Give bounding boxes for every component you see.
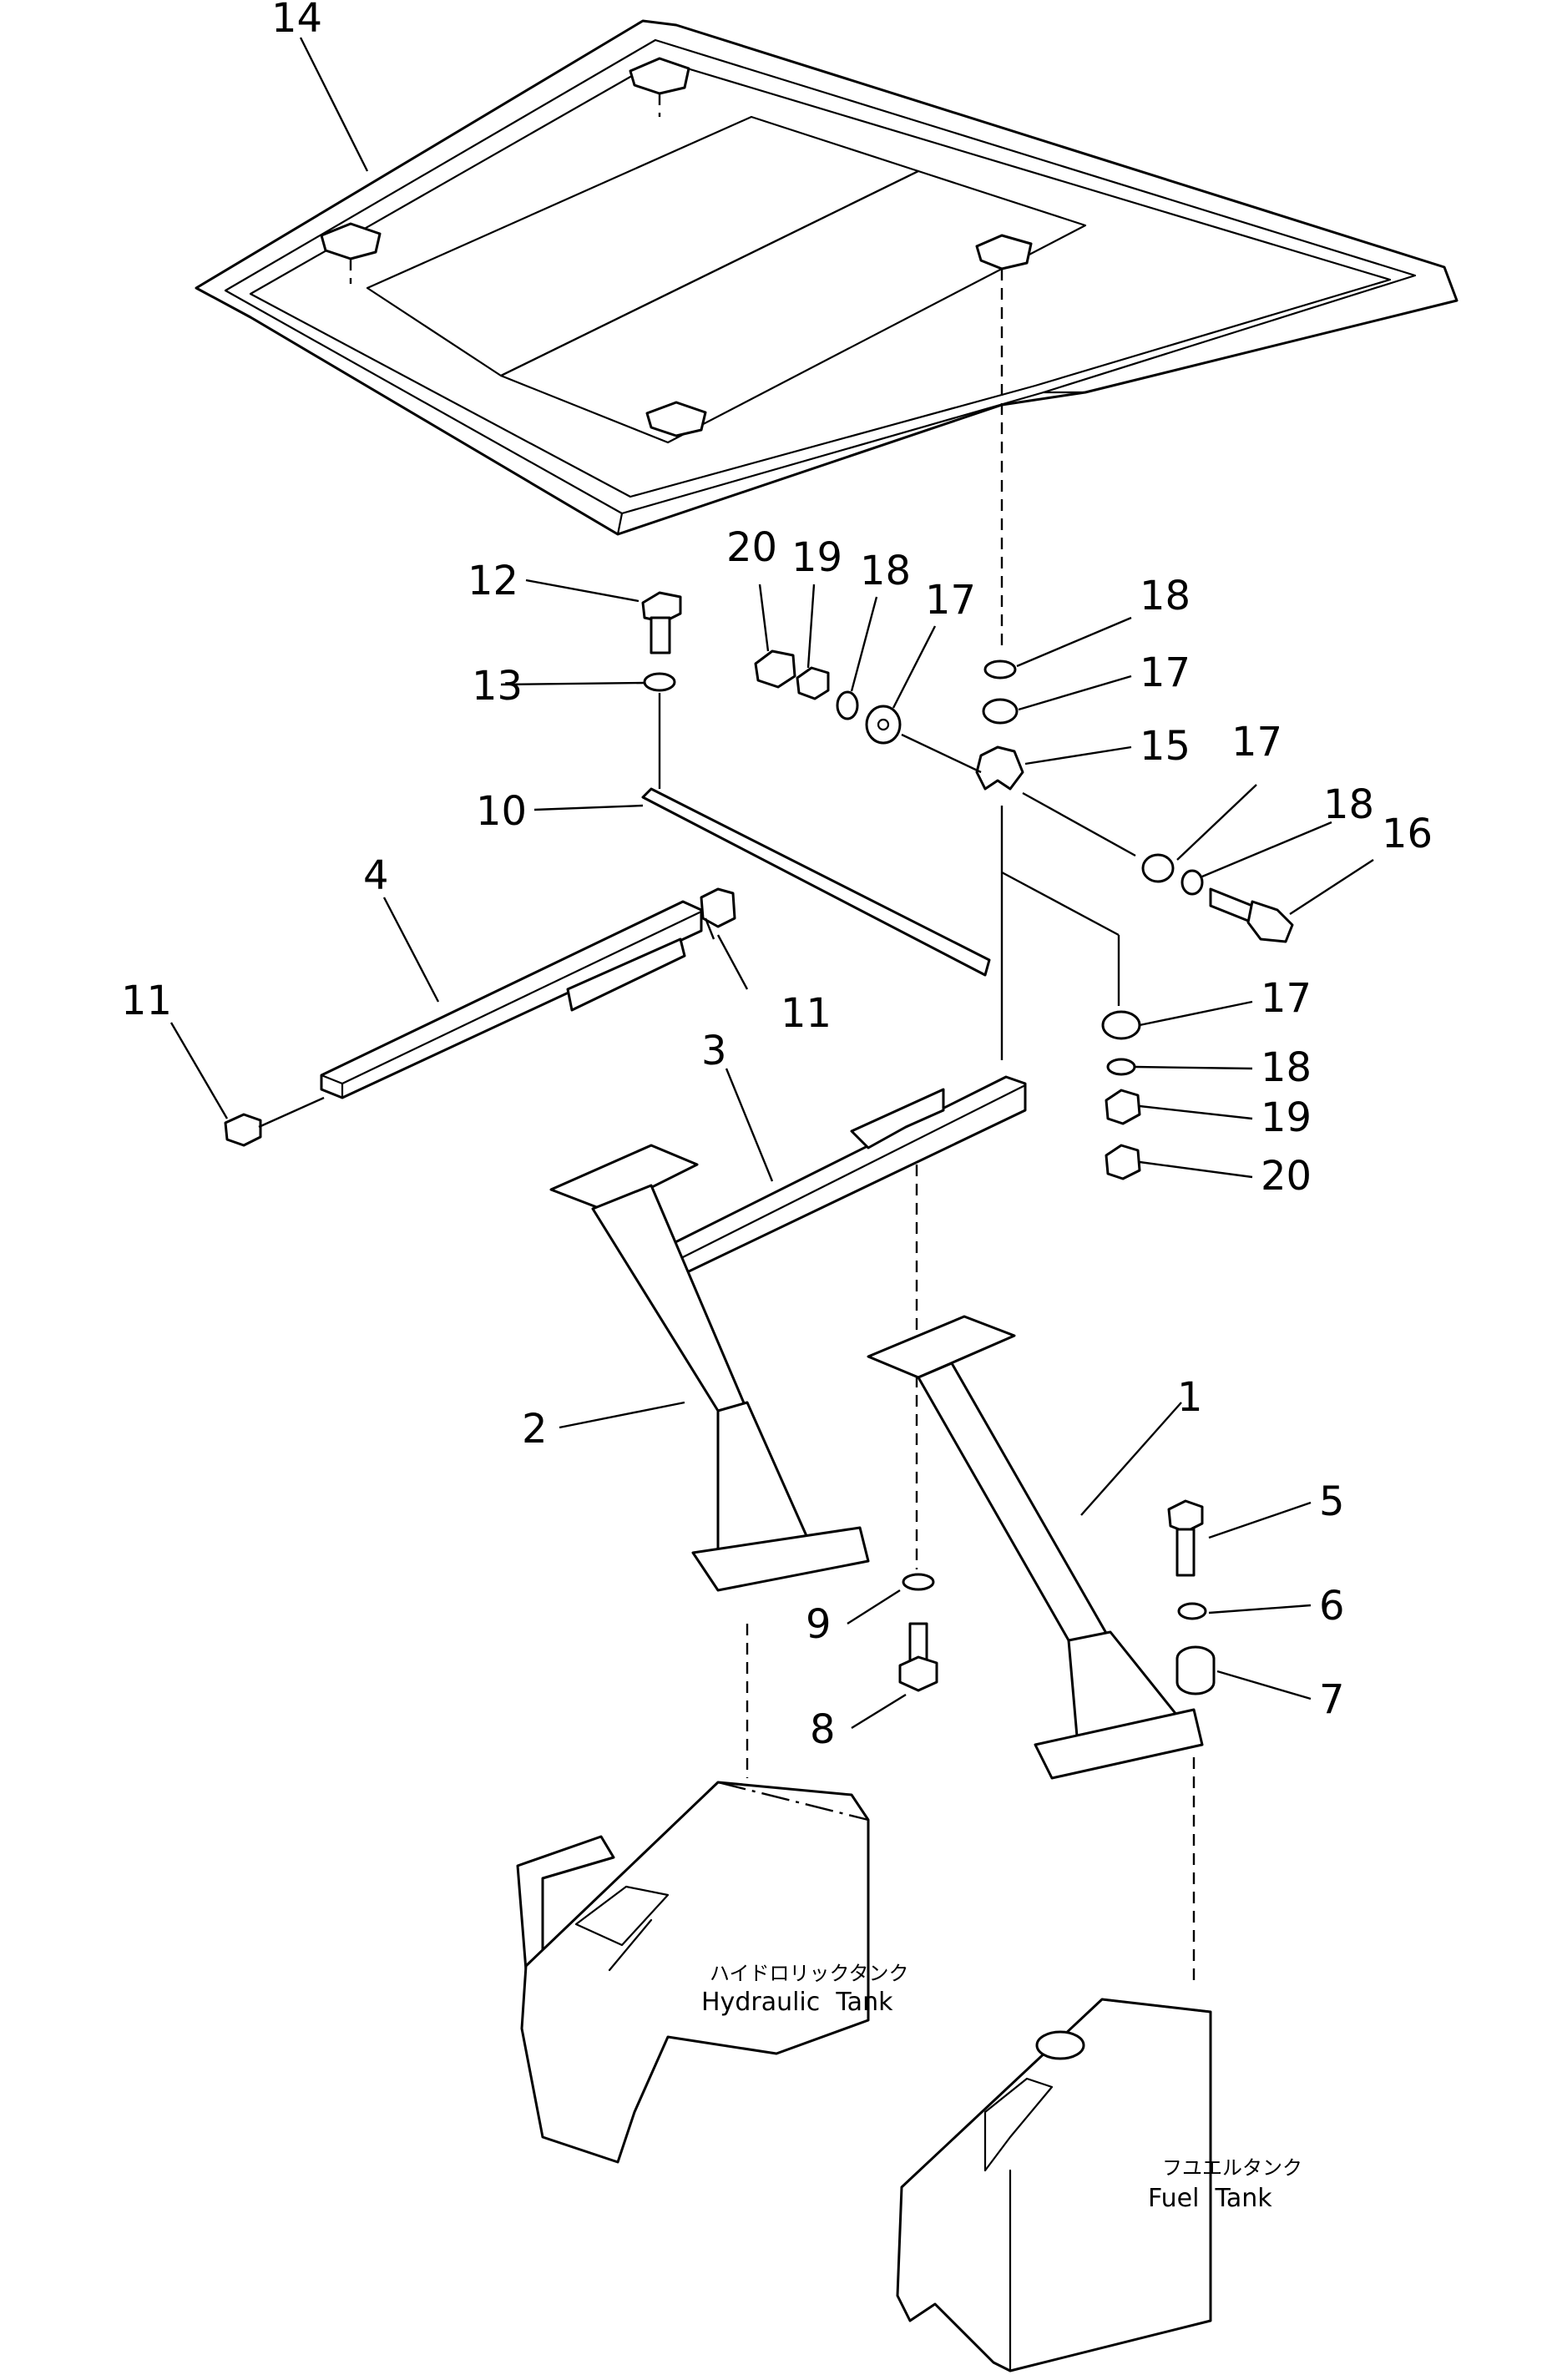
washer-6 — [1177, 1602, 1207, 1620]
bolt-8 — [898, 1622, 938, 1692]
callout-20-lower: 20 — [1261, 1153, 1312, 1200]
callout-18-right: 18 — [1140, 573, 1191, 619]
beam-part-4 — [320, 887, 736, 1099]
stand-part-2 — [549, 1144, 870, 1592]
callout-15: 15 — [1140, 723, 1191, 770]
callout-1: 1 — [1177, 1374, 1203, 1421]
callout-18-lower: 18 — [1261, 1044, 1312, 1091]
callout-14: 14 — [271, 0, 322, 42]
callout-20-top: 20 — [726, 524, 777, 571]
callout-9: 9 — [806, 1601, 832, 1648]
callout-3: 3 — [701, 1028, 727, 1074]
bolt-12 — [641, 591, 682, 654]
nut-7 — [1175, 1645, 1216, 1695]
callout-11-right: 11 — [781, 990, 832, 1037]
fuel-tank-label-jp: フユエルタンク — [1162, 2156, 1302, 2180]
bolt-16-assembly — [1141, 853, 1294, 943]
callout-5: 5 — [1319, 1478, 1345, 1525]
callout-17-top: 17 — [925, 577, 976, 624]
hardware-stack-lower — [1101, 1010, 1141, 1180]
hydraulic-tank — [516, 1781, 870, 2164]
callout-13: 13 — [472, 663, 523, 710]
stand-part-1 — [867, 1315, 1204, 1780]
callout-7: 7 — [1319, 1676, 1345, 1723]
hardware-stack-left — [754, 649, 902, 745]
callout-4: 4 — [363, 852, 389, 899]
callout-17-right: 17 — [1140, 649, 1191, 696]
fuel-tank-label: Fuel Tank — [1148, 2184, 1272, 2213]
cap-11-left — [224, 1113, 262, 1147]
hardware-stack-right — [975, 659, 1024, 791]
callout-12: 12 — [468, 558, 518, 604]
callout-17-bolt: 17 — [1231, 719, 1282, 766]
strip-10 — [641, 787, 991, 977]
callout-labels: 14 12 13 10 4 11 11 3 2 1 5 6 7 9 8 20 1… — [121, 0, 1433, 1753]
callout-10: 10 — [476, 788, 527, 835]
callout-11-left: 11 — [121, 978, 172, 1024]
callout-2: 2 — [522, 1406, 548, 1453]
hydraulic-tank-label-jp: ハイドロリックタンク — [710, 1962, 909, 1985]
washer-9 — [902, 1573, 935, 1591]
callout-8: 8 — [810, 1706, 836, 1753]
callout-19-lower: 19 — [1261, 1094, 1312, 1141]
callout-6: 6 — [1319, 1583, 1345, 1630]
callout-18-bolt: 18 — [1323, 781, 1374, 828]
callout-19-top: 19 — [791, 534, 842, 581]
leader-lines — [169, 37, 1374, 1730]
canopy-roof-part-14 — [195, 19, 1459, 536]
crossbeam-part-3 — [645, 1075, 1027, 1283]
fuel-tank — [896, 1998, 1212, 2372]
callout-17-lower: 17 — [1261, 975, 1312, 1022]
callout-18-top: 18 — [860, 548, 911, 594]
bolt-5 — [1167, 1499, 1204, 1577]
hydraulic-tank-label: Hydraulic Tank — [701, 1988, 893, 2017]
washer-13 — [643, 672, 676, 692]
callout-16: 16 — [1382, 811, 1433, 857]
